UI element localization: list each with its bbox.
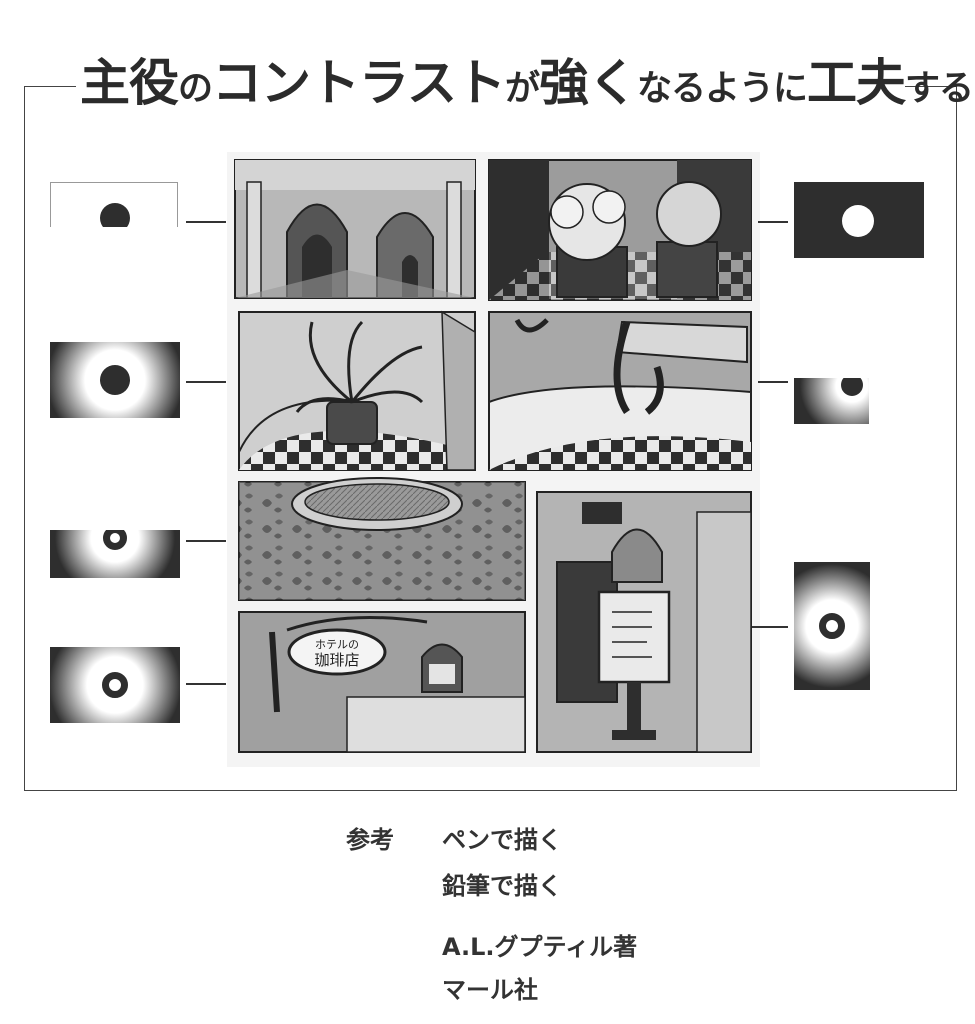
swatch-ring [103, 530, 127, 550]
title-part: 強く [539, 54, 638, 112]
title-part: コントラスト [212, 54, 506, 112]
frame-top-left-line [24, 86, 76, 87]
panel-corridor [234, 159, 476, 299]
connector-line [186, 540, 226, 542]
title-part: 主役 [80, 54, 179, 112]
title-part: が [505, 69, 540, 109]
cafe-sign-line2: 珈琲店 [314, 651, 359, 669]
title-part: する [905, 69, 974, 109]
references-label: 参考 [346, 826, 394, 854]
connector-line [758, 221, 788, 223]
right-swatch-1 [794, 182, 924, 258]
connector-line [758, 381, 788, 383]
left-swatch-3 [50, 530, 180, 578]
title-part: なるように [637, 69, 808, 109]
reference-line: 鉛筆で描く [442, 872, 562, 900]
swatch-dot [100, 365, 130, 395]
title-part: 工夫 [807, 54, 906, 112]
panel-lamp-stand [536, 491, 752, 753]
panel-cafe-sign: ホテルの 珈琲店 [238, 611, 526, 753]
swatch-dot [842, 205, 874, 237]
left-swatch-4 [50, 647, 180, 723]
title-part: の [178, 69, 213, 109]
swatch-ring [819, 613, 845, 639]
panel-bench [488, 311, 752, 471]
pen-sketch-collage: ホテルの 珈琲店 [227, 152, 760, 767]
left-swatch-1 [50, 182, 178, 227]
left-swatch-2 [50, 342, 180, 418]
figure-frame [24, 86, 957, 791]
frame-top-right-line [905, 86, 957, 87]
reference-line: ペンで描く [442, 826, 562, 854]
page-title: 主役のコントラストが強くなるように工夫する [80, 48, 974, 118]
swatch-ring [102, 672, 128, 698]
swatch-dot [100, 203, 130, 227]
panel-plants [488, 159, 752, 301]
connector-line [186, 683, 226, 685]
connector-line [186, 381, 226, 383]
connector-line [186, 221, 226, 223]
connector-line [752, 626, 788, 628]
panel-basket-plant [238, 310, 476, 471]
cafe-sign-line1: ホテルの [315, 638, 359, 651]
swatch-dot [841, 378, 863, 396]
reference-line: A.L.グプティル著 [442, 933, 638, 961]
reference-line: マール社 [442, 976, 538, 1004]
right-swatch-2 [794, 378, 869, 424]
right-swatch-3 [794, 562, 870, 690]
panel-flower-bed [238, 477, 526, 601]
